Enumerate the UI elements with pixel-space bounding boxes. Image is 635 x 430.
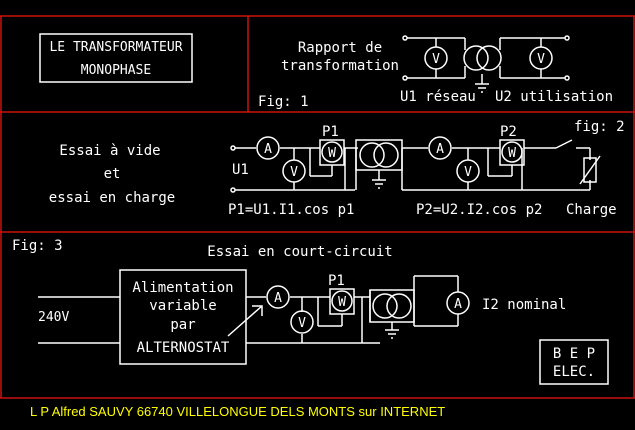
fig2-voltmeter-secondary: V: [456, 159, 480, 183]
fig3-ammeter-primary-label: A: [274, 291, 282, 306]
fig2-ammeter-secondary: A: [428, 136, 452, 160]
fig3-wattmeter: W: [329, 288, 355, 315]
fig3-transformer: [369, 289, 415, 323]
fig3-voltmeter-label: V: [298, 316, 306, 331]
fig3-wattmeter-label: W: [338, 295, 346, 310]
alternostat-box: [119, 269, 247, 365]
p1-equation: P1=U1.I1.cos p1: [228, 202, 354, 218]
fig2-voltmeter-secondary-label: V: [464, 165, 472, 180]
fig2-voltmeter-primary: V: [282, 159, 306, 183]
fig2-ammeter-primary-label: A: [264, 142, 272, 157]
u1-label: U1: [232, 162, 249, 178]
footer-credit: L P Alfred SAUVY 66740 VILLELONGUE DELS …: [30, 404, 446, 419]
frame: [0, 15, 635, 399]
alternostat-line-2: variable: [149, 298, 216, 314]
fig2-transformer: [355, 139, 403, 171]
alternostat-line-3: par: [170, 317, 195, 333]
panel-2: Essai à vide et essai en charge U1 P1 P2…: [49, 119, 625, 218]
i2-nominal-label: I2 nominal: [482, 297, 566, 313]
fig1-transformer: [463, 45, 502, 71]
fig3-p1-label: P1: [328, 273, 345, 289]
supply-voltage-label: 240V: [38, 310, 69, 325]
fig3-ammeter-secondary: A: [446, 291, 470, 315]
panel-3: Fig: 3 Essai en court-circuit 240V: [12, 238, 609, 385]
fig-3-label: Fig: 3: [12, 238, 63, 254]
fig2-wattmeter-secondary-label: W: [508, 146, 516, 161]
title-line-1: LE TRANSFORMATEUR: [49, 40, 182, 55]
essai-vide-line-2: et: [104, 166, 121, 182]
fig3-ammeter-secondary-label: A: [454, 297, 462, 312]
fig-1-label: Fig: 1: [258, 94, 309, 110]
essai-vide-line-3: essai en charge: [49, 190, 175, 206]
p1-label: P1: [322, 124, 339, 140]
fig3-voltmeter: V: [290, 310, 314, 334]
panel-1: LE TRANSFORMATEUR MONOPHASE Rapport de t…: [39, 33, 613, 110]
fig3-ammeter-primary: A: [266, 285, 290, 309]
fig2-wattmeter-secondary: W: [499, 139, 525, 166]
fig-2-label: fig: 2: [574, 119, 625, 135]
fig2-wires: [230, 139, 591, 193]
fig2-ammeter-primary: A: [256, 136, 280, 160]
fig1-voltmeter-primary: V: [424, 46, 448, 70]
alternostat-line-4: ALTERNOSTAT: [137, 340, 230, 356]
fig2-load-resistor: [579, 155, 601, 185]
ratio-line-2: transformation: [281, 58, 399, 74]
fig2-wattmeter-primary: W: [319, 139, 345, 166]
u2-utilisation-label: U2 utilisation: [495, 89, 613, 105]
charge-label: Charge: [566, 202, 617, 218]
fig1-wires: [402, 35, 570, 93]
bep-badge: [539, 339, 609, 385]
fig1-voltmeter-secondary: V: [529, 46, 553, 70]
bep-badge-line-1: B E P: [553, 346, 595, 362]
fig1-voltmeter-secondary-label: V: [537, 52, 545, 67]
fig1-voltmeter-primary-label: V: [432, 52, 440, 67]
title-box: [39, 33, 193, 83]
bep-badge-line-2: ELEC.: [553, 364, 595, 380]
fig2-wattmeter-primary-label: W: [328, 146, 336, 161]
fig2-ammeter-secondary-label: A: [436, 142, 444, 157]
alternostat-line-1: Alimentation: [132, 280, 233, 296]
fig3-wires: [38, 275, 459, 344]
title-line-2: MONOPHASE: [81, 63, 151, 78]
u1-reseau-label: U1 réseau: [400, 89, 476, 105]
p2-equation: P2=U2.I2.cos p2: [416, 202, 542, 218]
fig2-voltmeter-primary-label: V: [290, 165, 298, 180]
court-circuit-title: Essai en court-circuit: [207, 244, 392, 260]
ratio-line-1: Rapport de: [298, 40, 382, 56]
p2-label: P2: [500, 124, 517, 140]
essai-vide-line-1: Essai à vide: [59, 143, 160, 159]
